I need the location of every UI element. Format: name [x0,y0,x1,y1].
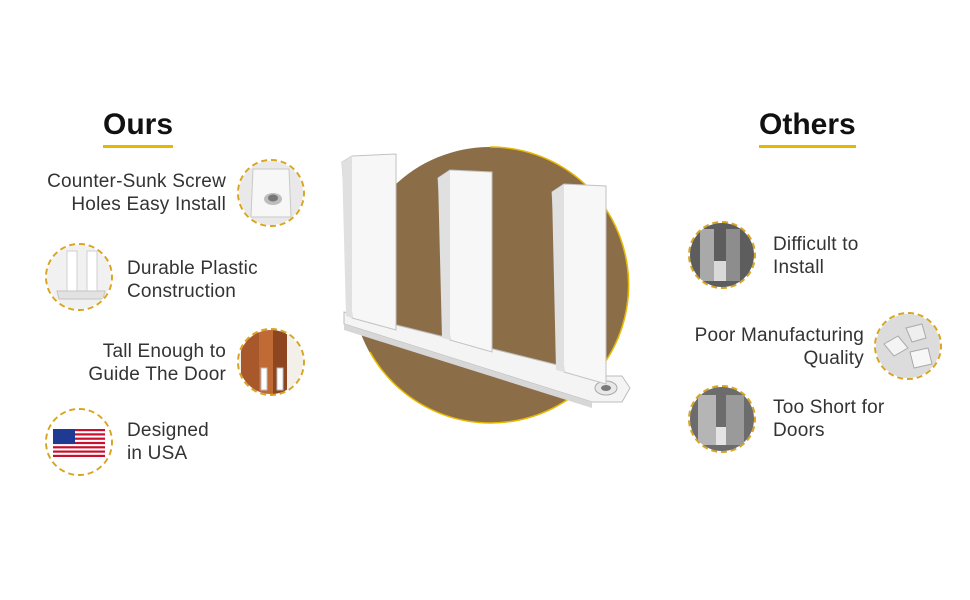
others-feature-3: Too Short for Doors [773,396,884,442]
usa-flag-icon [45,408,113,476]
ours-heading: Ours [103,108,174,148]
feature-line: Poor Manufacturing [694,325,864,346]
ours-underline [103,145,174,148]
broken-part-icon [874,312,942,380]
door-guide-icon [237,328,305,396]
ours-feature-3: Tall Enough to Guide The Door [88,340,226,386]
others-feature-2: Poor Manufacturing Quality [695,324,864,370]
short-guide-icon [688,385,756,453]
feature-line: Tall Enough to [102,341,226,362]
screw-hole-icon [237,159,305,227]
feature-line: Doors [773,420,825,441]
ours-feature-4: Designed in USA [127,419,209,465]
feature-line: Designed [127,420,209,441]
product-hero-image [330,140,650,440]
others-feature-1: Difficult to Install [773,233,858,279]
metal-guide-icon [688,221,756,289]
feature-line: Install [773,257,825,278]
feature-line: Durable Plastic [127,258,258,279]
others-heading: Others [759,108,856,148]
others-underline [759,145,856,148]
feature-line: Construction [127,281,237,302]
feature-line: Counter-Sunk Screw [47,171,226,192]
feature-line: in USA [127,443,188,464]
ours-feature-1: Counter-Sunk Screw Holes Easy Install [47,170,226,216]
feature-line: Holes Easy Install [71,194,226,215]
feature-line: Quality [803,348,864,369]
feature-line: Difficult to [773,234,859,255]
feature-line: Too Short for [773,397,885,418]
plastic-guide-icon [45,243,113,311]
feature-line: Guide The Door [88,364,226,385]
others-title: Others [759,108,856,141]
ours-feature-2: Durable Plastic Construction [127,257,258,303]
ours-title: Ours [103,108,174,141]
